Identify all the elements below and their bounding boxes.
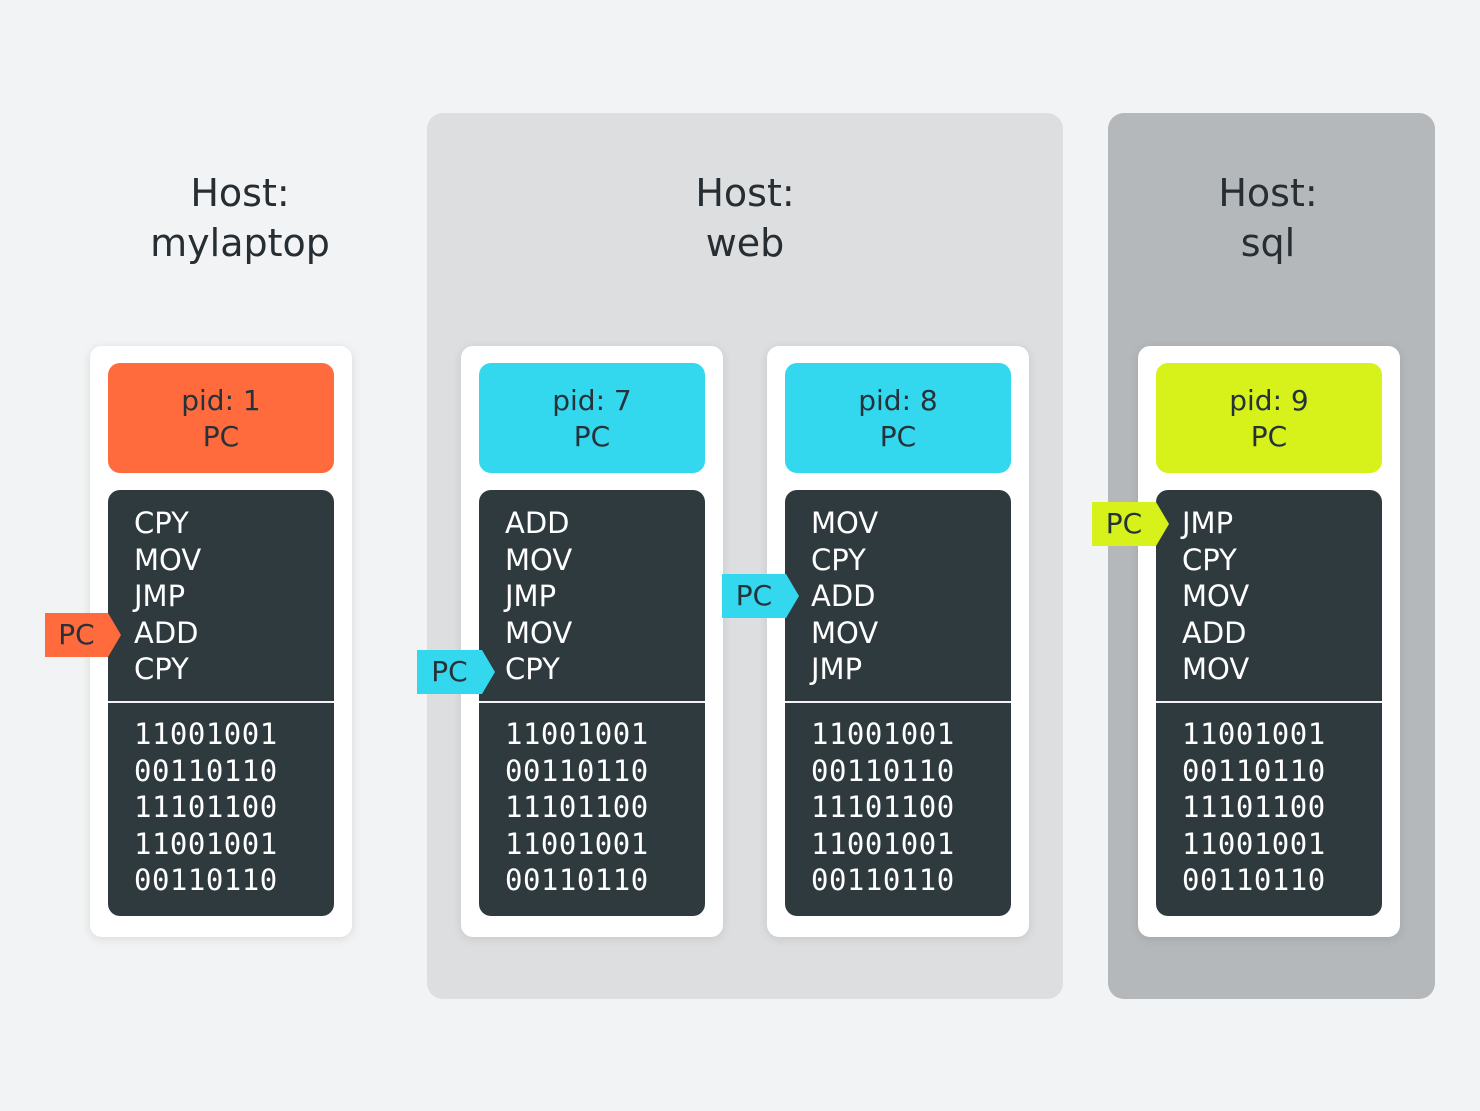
process-card-pid-1: pid: 1 PC CPY MOV JMP ADD CPY 11001001 0… xyxy=(90,346,352,937)
instruction: CPY xyxy=(505,652,560,686)
instruction: ADD xyxy=(1182,615,1247,650)
binary-list: 11001001 00110110 11101100 11001001 0011… xyxy=(1182,716,1326,899)
memory-divider xyxy=(785,701,1011,703)
pid-label: pid: 8 xyxy=(858,384,938,417)
instruction: ADD xyxy=(811,579,876,613)
instruction-list: ADD MOV JMP MOV CPY xyxy=(505,505,572,688)
process-card-pid-9: pid: 9 PC JMP CPY MOV ADD MOV 11001001 0… xyxy=(1138,346,1400,937)
instruction: MOV xyxy=(134,542,202,577)
binary-word: 11001001 xyxy=(1182,826,1326,861)
pc-label: PC xyxy=(879,420,917,453)
pc-pointer-label: PC xyxy=(1092,502,1156,546)
pointer-arrow-icon xyxy=(108,613,121,657)
instruction-list: CPY MOV JMP ADD CPY xyxy=(134,505,201,688)
instruction: JMP xyxy=(505,579,557,613)
binary-word: 00110110 xyxy=(134,863,278,897)
process-control-block: pid: 9 PC xyxy=(1156,363,1382,473)
pointer-arrow-icon xyxy=(1156,502,1169,546)
instruction: CPY xyxy=(134,506,189,540)
instruction: CPY xyxy=(1182,542,1237,577)
memory-divider xyxy=(1156,701,1382,703)
process-control-block: pid: 7 PC xyxy=(479,363,705,473)
binary-word: 11001001 xyxy=(505,717,649,751)
pc-pointer-label: PC xyxy=(417,650,482,694)
binary-list: 11001001 00110110 11101100 11001001 0011… xyxy=(505,716,649,899)
host-title-mylaptop: Host: mylaptop xyxy=(120,168,360,268)
pid-label: pid: 9 xyxy=(1229,384,1309,417)
host-title-web: Host: web xyxy=(625,168,865,268)
host-label: Host: xyxy=(695,171,795,215)
host-name: mylaptop xyxy=(150,221,330,265)
pc-pointer-label: PC xyxy=(45,613,108,657)
instruction: JMP xyxy=(811,652,863,686)
process-card-pid-7: pid: 7 PC ADD MOV JMP MOV CPY 11001001 0… xyxy=(461,346,723,937)
instruction: MOV xyxy=(1182,579,1250,613)
binary-word: 11101100 xyxy=(134,790,278,824)
binary-word: 11001001 xyxy=(134,826,278,861)
instruction: ADD xyxy=(134,615,199,650)
process-memory: ADD MOV JMP MOV CPY 11001001 00110110 11… xyxy=(479,490,705,916)
binary-list: 11001001 00110110 11101100 11001001 0011… xyxy=(811,716,955,899)
instruction-list: MOV CPY ADD MOV JMP xyxy=(811,505,878,688)
instruction: MOV xyxy=(505,542,573,577)
binary-word: 11001001 xyxy=(505,826,649,861)
pid-label: pid: 1 xyxy=(181,384,261,417)
instruction: JMP xyxy=(1182,506,1234,540)
host-label: Host: xyxy=(1218,171,1318,215)
host-label: Host: xyxy=(190,171,290,215)
memory-divider xyxy=(108,701,334,703)
pc-label: PC xyxy=(202,420,240,453)
binary-word: 00110110 xyxy=(1182,753,1326,788)
host-title-sql: Host: sql xyxy=(1148,168,1388,268)
instruction: CPY xyxy=(811,542,866,577)
binary-word: 11101100 xyxy=(1182,790,1326,824)
process-memory: CPY MOV JMP ADD CPY 11001001 00110110 11… xyxy=(108,490,334,916)
binary-word: 11001001 xyxy=(811,826,955,861)
binary-word: 11101100 xyxy=(811,790,955,824)
binary-word: 00110110 xyxy=(811,753,955,788)
process-control-block: pid: 8 PC xyxy=(785,363,1011,473)
process-control-block: pid: 1 PC xyxy=(108,363,334,473)
process-memory: JMP CPY MOV ADD MOV 11001001 00110110 11… xyxy=(1156,490,1382,916)
host-name: sql xyxy=(1240,221,1296,265)
instruction: JMP xyxy=(134,579,186,613)
instruction-list: JMP CPY MOV ADD MOV xyxy=(1182,505,1249,688)
instruction: MOV xyxy=(505,615,573,650)
binary-word: 00110110 xyxy=(1182,863,1326,897)
process-memory: MOV CPY ADD MOV JMP 11001001 00110110 11… xyxy=(785,490,1011,916)
binary-word: 11001001 xyxy=(134,717,278,751)
instruction: MOV xyxy=(1182,652,1250,686)
binary-word: 00110110 xyxy=(505,863,649,897)
host-name: web xyxy=(705,221,785,265)
binary-word: 00110110 xyxy=(811,863,955,897)
pc-label: PC xyxy=(573,420,611,453)
binary-word: 00110110 xyxy=(505,753,649,788)
binary-list: 11001001 00110110 11101100 11001001 0011… xyxy=(134,716,278,899)
process-card-pid-8: pid: 8 PC MOV CPY ADD MOV JMP 11001001 0… xyxy=(767,346,1029,937)
pointer-arrow-icon xyxy=(482,650,495,694)
memory-divider xyxy=(479,701,705,703)
binary-word: 11001001 xyxy=(811,717,955,751)
binary-word: 11001001 xyxy=(1182,717,1326,751)
instruction: MOV xyxy=(811,615,879,650)
binary-word: 11101100 xyxy=(505,790,649,824)
instruction: CPY xyxy=(134,652,189,686)
pc-pointer-label: PC xyxy=(722,574,786,618)
instruction: ADD xyxy=(505,506,570,540)
pointer-arrow-icon xyxy=(786,574,799,618)
instruction: MOV xyxy=(811,506,879,540)
pid-label: pid: 7 xyxy=(552,384,632,417)
binary-word: 00110110 xyxy=(134,753,278,788)
pc-label: PC xyxy=(1250,420,1288,453)
